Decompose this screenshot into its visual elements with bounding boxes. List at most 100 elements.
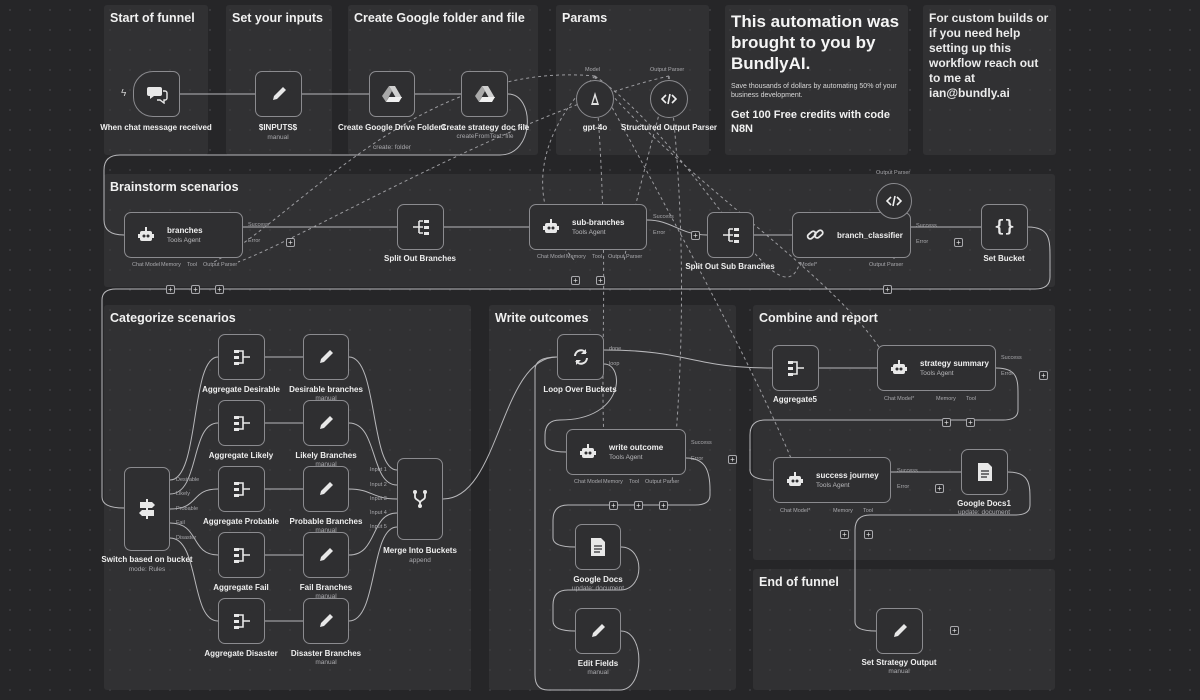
node-aggregate-disaster[interactable] xyxy=(218,598,265,644)
node-google-docs[interactable] xyxy=(575,524,621,570)
node-strategy-summary[interactable]: strategy summary Tools Agent xyxy=(877,345,996,391)
add-node-button[interactable]: + xyxy=(166,285,175,294)
node-set-strategy-output[interactable] xyxy=(876,608,923,654)
node-sub-branches[interactable]: sub-branches Tools Agent xyxy=(529,204,647,250)
node-aggregate-likely[interactable] xyxy=(218,400,265,446)
port-label: Tool xyxy=(629,479,640,485)
switch-output-label: Disaster xyxy=(176,535,197,541)
node-gpt4o[interactable] xyxy=(576,80,614,118)
node-branches[interactable]: branches Tools Agent xyxy=(124,212,243,258)
node-set-desirable[interactable] xyxy=(303,334,349,380)
node-label: Split Out Sub Branches xyxy=(685,262,775,271)
aggregate-icon xyxy=(232,480,252,498)
node-sublabel: Tools Agent xyxy=(920,370,954,377)
node-label: sub-branches xyxy=(572,218,625,227)
merge-input-label: Input 1 xyxy=(370,467,387,473)
sticky-title: End of funnel xyxy=(759,575,839,589)
node-set-likely[interactable] xyxy=(303,400,349,446)
add-node-button[interactable]: + xyxy=(950,626,959,635)
connection xyxy=(552,546,640,632)
node-sublabel: update: document xyxy=(957,509,1011,516)
node-set-probable[interactable] xyxy=(303,466,349,512)
connection-model xyxy=(594,75,801,481)
add-node-button[interactable]: + xyxy=(935,484,944,493)
docs-icon xyxy=(590,537,606,557)
node-strategy-doc[interactable] xyxy=(461,71,508,117)
node-chat-trigger[interactable] xyxy=(133,71,180,117)
port-label: Output Parser xyxy=(650,67,685,73)
node-info: branches Tools Agent xyxy=(167,226,203,244)
node-set-disaster[interactable] xyxy=(303,598,349,644)
add-node-button[interactable]: + xyxy=(864,530,873,539)
node-aggregate-desirable[interactable] xyxy=(218,334,265,380)
add-node-button[interactable]: + xyxy=(191,285,200,294)
add-node-button[interactable]: + xyxy=(286,238,295,247)
node-aggregate-fail[interactable] xyxy=(218,532,265,578)
node-merge[interactable] xyxy=(397,458,443,540)
add-node-button[interactable]: + xyxy=(215,285,224,294)
connection xyxy=(534,356,640,691)
node-inputs[interactable] xyxy=(255,71,302,117)
node-aggregate5[interactable] xyxy=(772,345,819,391)
node-structured-parser[interactable] xyxy=(650,80,688,118)
add-node-button[interactable]: + xyxy=(840,530,849,539)
node-set-fail[interactable] xyxy=(303,532,349,578)
switch-output-label: Probable xyxy=(176,506,199,512)
node-drive-folder[interactable] xyxy=(369,71,415,117)
node-split-branches[interactable] xyxy=(397,204,444,250)
node-sublabel: manual xyxy=(267,134,289,141)
node-google-docs1[interactable] xyxy=(961,449,1008,495)
node-sublabel: mode: Rules xyxy=(128,566,166,573)
port-label: Error xyxy=(1001,371,1014,377)
add-node-button[interactable]: + xyxy=(691,231,700,240)
node-aggregate-probable[interactable] xyxy=(218,466,265,512)
google-drive-icon xyxy=(474,84,496,104)
node-success-journey[interactable]: success journey Tools Agent xyxy=(773,457,891,503)
add-node-button[interactable]: + xyxy=(954,238,963,247)
sticky-promo[interactable]: This automation was brought to you by Bu… xyxy=(725,5,908,155)
sticky-title: Create Google folder and file xyxy=(354,11,525,25)
add-node-button[interactable]: + xyxy=(634,501,643,510)
aggregate-icon xyxy=(232,348,252,366)
add-node-button[interactable]: + xyxy=(966,418,975,427)
node-sublabel: manual xyxy=(587,669,609,676)
port-label: Error xyxy=(248,238,261,244)
pencil-icon xyxy=(316,479,336,499)
sticky-params[interactable]: Params xyxy=(556,5,709,155)
switch-output-label: Likely xyxy=(176,491,191,497)
node-label: Create Google Drive Folder1 xyxy=(337,123,447,132)
add-node-button[interactable]: + xyxy=(609,501,618,510)
add-node-button[interactable]: + xyxy=(596,276,605,285)
add-node-button[interactable]: + xyxy=(1039,371,1048,380)
node-label: Google Docs xyxy=(573,575,623,584)
node-classifier-parser[interactable] xyxy=(876,183,912,219)
connection xyxy=(169,522,219,556)
pencil-icon xyxy=(316,413,336,433)
node-label: Loop Over Buckets xyxy=(543,385,617,394)
node-switch[interactable] xyxy=(124,467,170,551)
port-label: Success xyxy=(653,214,674,220)
node-write-outcome[interactable]: write outcome Tools Agent xyxy=(566,429,686,475)
sticky-title: Combine and report xyxy=(759,311,878,325)
connection xyxy=(169,422,219,495)
node-loop[interactable] xyxy=(557,334,604,380)
add-node-button[interactable]: + xyxy=(659,501,668,510)
node-split-sub-branches[interactable] xyxy=(707,212,754,258)
sticky-contact[interactable]: For custom builds or if you need help se… xyxy=(923,5,1056,155)
node-edit-fields[interactable] xyxy=(575,608,621,654)
contact-email: ian@bundly.ai xyxy=(929,86,1010,100)
add-node-button[interactable]: + xyxy=(571,276,580,285)
node-label: branches xyxy=(167,226,203,235)
add-node-button[interactable]: + xyxy=(942,418,951,427)
add-node-button[interactable]: + xyxy=(728,455,737,464)
node-branch-classifier[interactable]: branch_classifier xyxy=(792,212,911,258)
port-label: Success xyxy=(691,440,712,446)
aggregate-icon xyxy=(232,612,252,630)
node-label: Desirable branches xyxy=(289,385,363,394)
node-set-bucket[interactable]: {} xyxy=(981,204,1028,250)
port-label: Memory xyxy=(936,396,956,402)
add-node-button[interactable]: + xyxy=(883,285,892,294)
node-label: Aggregate Likely xyxy=(208,451,274,460)
connection xyxy=(544,363,617,453)
